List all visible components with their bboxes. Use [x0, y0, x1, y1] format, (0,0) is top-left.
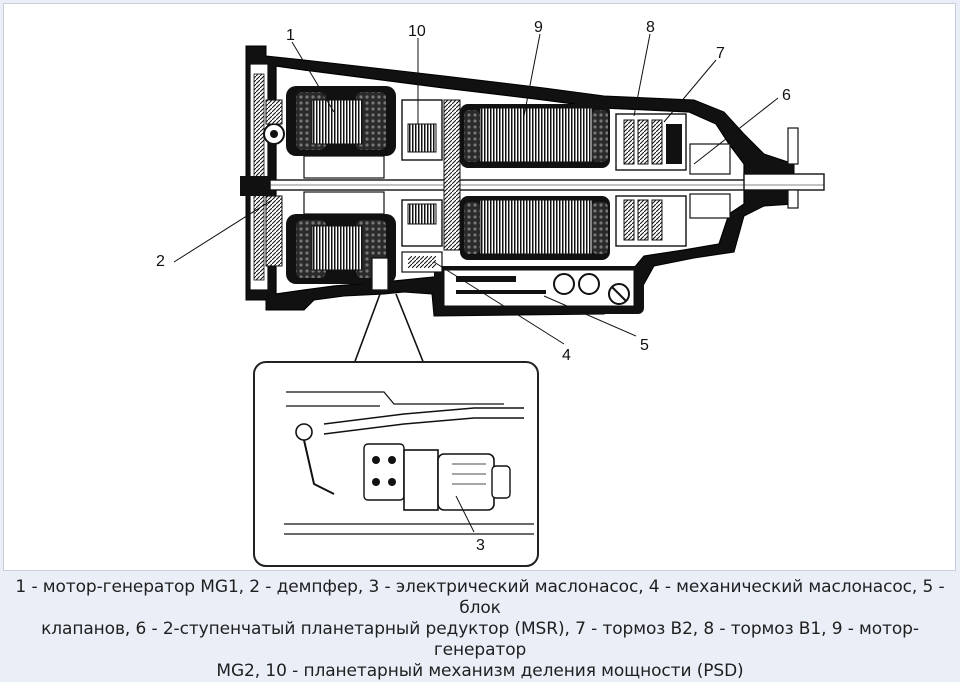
msr-gearbox-and-brakes	[615, 113, 799, 247]
damper	[263, 99, 285, 267]
callout-3: 3	[476, 537, 485, 554]
diagram-frame: 1 2 3 4 5 6 7 8 9 10	[3, 3, 956, 571]
valve-body	[434, 266, 644, 314]
figure-caption: 1 - мотор-генератор MG1, 2 - демпфер, 3 …	[4, 577, 956, 682]
caption-line-3: MG2, 10 - планетарный механизм деления м…	[216, 661, 744, 681]
mg2-motor-generator	[460, 104, 610, 260]
caption-line-1: 1 - мотор-генератор MG1, 2 - демпфер, 3 …	[15, 577, 945, 618]
caption-line-2: клапанов, 6 - 2-ступенчатый планетарный …	[41, 619, 919, 660]
callout-4: 4	[562, 347, 571, 364]
callout-9: 9	[534, 19, 543, 36]
callout-2: 2	[156, 253, 165, 270]
callout-leaders	[173, 33, 779, 533]
mechanical-oil-pump	[401, 251, 443, 273]
callout-8: 8	[646, 19, 655, 36]
callout-1: 1	[286, 27, 295, 44]
callout-10: 10	[408, 23, 426, 40]
callout-5: 5	[640, 337, 649, 354]
mg1-motor-generator	[286, 86, 396, 284]
psd-planetary	[401, 99, 461, 251]
transmission-cutaway-diagram: 1 2 3 4 5 6 7 8 9 10	[156, 19, 825, 567]
callout-7: 7	[716, 45, 725, 62]
inset-electric-oil-pump	[253, 361, 539, 567]
callout-6: 6	[782, 87, 791, 104]
